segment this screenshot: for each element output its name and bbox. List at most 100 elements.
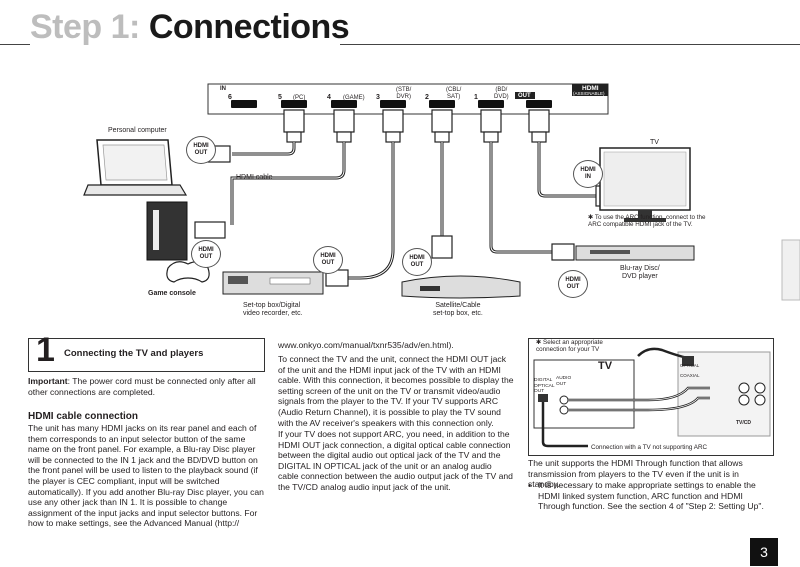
important-note: Important: The power cord must be connec… [28,376,266,397]
title-prefix: Step 1: [30,8,140,46]
inset-receiver-jack-1 [738,382,750,394]
arc-note: ✱ To use the ARC function, connect to th… [588,214,706,228]
rear-panel [207,83,609,115]
inset-hdmi-jack [682,356,694,366]
label-tv: TV [650,139,659,146]
inset-audio-jack-2 [559,405,569,415]
port-3-sub: (STB/ DVR) [396,87,412,100]
inset-receiver-jack-2 [738,394,750,406]
out-label: OUT [518,93,531,99]
settop-box-image [222,271,324,295]
inset-audio-label: AUDIO OUT [556,376,572,387]
inset-tvcd-label: TV/CD [736,420,751,426]
col3-paragraph: The unit supports the HDMI Through funct… [528,458,743,490]
port-1 [478,100,504,108]
label-settop: Set-top box/Digital video recorder, etc. [243,302,303,317]
bubble-tv-hdmi-in: HDMI IN [573,160,603,188]
title-rule-right [340,44,800,45]
hdmi-sub: (ASSIGNABLE) [573,91,605,96]
port-3-number: 3 [376,94,380,101]
title-main: Connections [148,8,350,46]
port-3 [380,100,406,108]
page-number: 3 [750,538,778,566]
cable-plugs [283,109,550,143]
section-header-box [28,338,265,372]
edge-panel [781,239,800,301]
bubble-pc-hdmi-out: HDMI OUT [186,136,216,164]
col2-paragraph-2: If your TV does not support ARC, you nee… [278,429,513,492]
boot-2 [434,131,450,143]
boot-1 [483,131,499,143]
section-number: 1 [36,331,55,369]
port-2 [429,100,455,108]
plug-2 [431,109,453,133]
hdmi-connection-heading: HDMI cable connection [28,411,139,422]
hdmi-label: HDMI [582,85,599,92]
bubble-game-hdmi-out: HDMI OUT [191,240,221,268]
tv-image [599,147,691,222]
label-hdmi-cable: HDMI cable [236,174,273,181]
inset-caption: Connection with a TV not supporting ARC [591,444,708,451]
inset-receiver-jack-4 [754,394,766,406]
hdmi-badge [572,84,608,96]
important-label: Important [28,376,68,386]
port-2-number: 2 [425,94,429,101]
game-console-image [146,201,210,283]
inset-tv-box [533,359,635,429]
plug-sat [431,235,453,259]
cable-highlights [231,142,598,279]
col3-bullet-text: It is necessary to make appropriate sett… [538,480,764,512]
port-1-sub: (BD/ DVD) [494,87,509,100]
plug-3 [382,109,404,133]
port-5-number: 5 [278,94,282,101]
port-2-sub: (CBL/ SAT) [446,87,462,100]
hdmi-ports [231,100,552,108]
bluray-image [575,245,695,261]
satellite-box-image [401,275,521,299]
col2-paragraph-1: To connect the TV and the unit, connect … [278,354,514,428]
inset-tv-label: TV [598,360,613,372]
plug-5 [283,109,305,133]
inset-diagram-frame [528,338,774,456]
port-6-number: 6 [228,94,232,101]
boot-3 [385,131,401,143]
inset-audio-jack-1 [559,395,569,405]
boot-4 [336,131,352,143]
section-title: Connecting the TV and players [64,348,204,359]
port-6 [231,100,257,108]
label-satellite: Satellite/Cable set-top box, etc. [433,302,483,317]
title-rule-left [0,44,30,45]
important-text: : The power cord must be connected only … [28,376,256,397]
bubble-bd-hdmi-out: HDMI OUT [558,270,588,298]
port-1-number: 1 [474,94,478,101]
inset-digital-label: DIGITAL OPTICAL OUT [534,378,555,394]
connection-diagram [83,83,800,301]
col3-bullet: • It is necessary to make appropriate se… [528,480,772,512]
inset-optical-label: OPTICAL [680,363,700,368]
inset-diagram [533,347,771,448]
laptop-image [83,139,188,196]
bullet-dot: • [528,480,532,490]
inset-optical-jack [538,394,548,402]
inset-receiver-jack-3 [754,382,766,394]
plug-bd [551,243,575,261]
bubble-sat-hdmi-out: HDMI OUT [402,248,432,276]
port-5-sub: (PC) [293,95,306,101]
boot-5 [286,131,302,143]
page-title: Step 1: Connections [30,8,350,47]
label-bluray: Blu-ray Disc/ DVD player [620,265,660,280]
inset-coaxial-label: COAXIAL [680,373,700,378]
col1-paragraph: The unit has many HDMI jacks on its rear… [28,423,264,529]
cable-stb [345,142,395,280]
boot-out [531,131,547,143]
port-out [526,100,552,108]
in-label: IN [220,86,226,92]
plug-game [194,221,226,239]
cable-pc [232,142,296,156]
plug-1 [480,109,502,133]
out-badge [515,92,535,99]
port-5 [281,100,307,108]
bubble-stb-hdmi-out: HDMI OUT [313,246,343,274]
port-4 [331,100,357,108]
inset-note: ✱ Select an appropriate connection for y… [536,339,603,353]
